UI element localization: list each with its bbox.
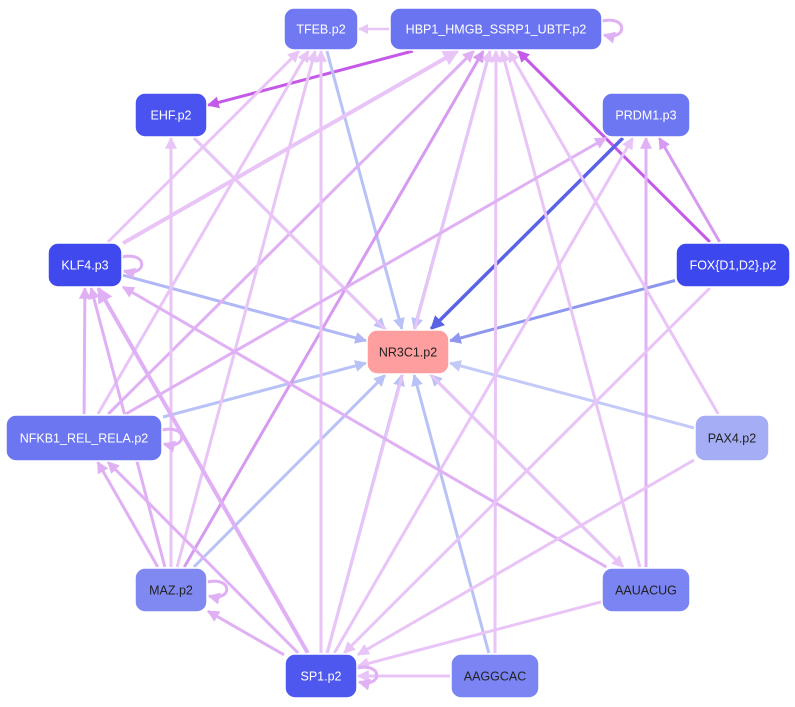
node-box-ehf: [134, 92, 208, 138]
edge-foxd-to-prdm1: [658, 136, 721, 243]
node-box-sp1: [284, 653, 358, 699]
self-loop-hbp1: [601, 18, 624, 44]
node-label-sp1: SP1.p2: [300, 669, 341, 683]
node-box-klf4: [47, 242, 123, 288]
node-label-ehf: EHF.p2: [151, 108, 192, 122]
node-box-nr3c1: [366, 329, 450, 375]
edge-nfkb1-to-nr3c1: [162, 360, 368, 419]
node-box-prdm1: [601, 92, 691, 138]
node-box-aaggcac: [450, 653, 540, 699]
edge-aaggcac-to-nr3c1: [411, 373, 491, 654]
edge-maz-to-nr3c1: [192, 373, 387, 569]
node-sp1[interactable]: SP1.p2: [284, 653, 358, 699]
self-loop-klf4: [121, 254, 144, 280]
edge-klf4-to-nr3c1: [122, 273, 368, 344]
node-label-pax4: PAX4.p2: [708, 431, 756, 445]
edge-pax4-to-sp1: [356, 458, 695, 656]
edge-sp1-to-klf4: [96, 286, 310, 654]
node-foxd[interactable]: FOX{D1,D2}.p2: [675, 242, 791, 288]
node-prdm1[interactable]: PRDM1.p3: [601, 92, 691, 138]
node-label-tfeb: TFEB.p2: [296, 22, 345, 36]
edge-sp1-to-prdm1: [333, 136, 634, 654]
node-label-prdm1: PRDM1.p3: [615, 108, 676, 122]
node-box-tfeb: [283, 7, 359, 51]
self-loop-nfkb1: [161, 427, 184, 453]
edge-aauacug-to-sp1: [356, 600, 602, 670]
edge-aaggcac-to-hbp1: [489, 49, 502, 654]
edge-foxd-to-sp1: [343, 286, 711, 655]
node-box-hbp1: [389, 7, 603, 51]
node-label-maz: MAZ.p2: [149, 583, 193, 597]
node-box-pax4: [694, 414, 770, 462]
node-label-aaggcac: AAGGCAC: [464, 669, 527, 683]
node-box-nfkb1: [5, 414, 163, 462]
edge-sp1-to-nfkb1: [106, 460, 300, 655]
node-label-aauacug: AAUACUG: [615, 583, 677, 597]
node-label-nr3c1: NR3C1.p2: [379, 345, 437, 359]
edge-foxd-to-nr3c1: [448, 279, 676, 344]
node-maz[interactable]: MAZ.p2: [134, 567, 208, 613]
node-klf4[interactable]: KLF4.p3: [47, 242, 123, 288]
edge-maz-to-tfeb: [175, 49, 319, 568]
node-pax4[interactable]: PAX4.p2: [694, 414, 770, 462]
edge-sp1-to-maz: [206, 609, 285, 657]
edge-prdm1-to-nr3c1: [429, 136, 625, 331]
node-tfeb[interactable]: TFEB.p2: [283, 7, 359, 51]
node-nfkb1[interactable]: NFKB1_REL_RELA.p2: [5, 414, 163, 462]
edge-maz-to-hbp1: [183, 49, 485, 568]
edge-aauacug-to-klf4: [121, 285, 608, 569]
edge-nfkb1-to-klf4: [78, 286, 91, 415]
edge-maz-to-nfkb1: [96, 460, 160, 568]
node-hbp1[interactable]: HBP1_HMGB_SSRP1_UBTF.p2: [389, 7, 603, 51]
node-aauacug[interactable]: AAUACUG: [601, 567, 691, 613]
self-loop-maz: [206, 579, 229, 605]
edges-layer: [78, 24, 721, 682]
node-label-klf4: KLF4.p3: [61, 258, 108, 272]
edge-hbp1-to-ehf: [206, 49, 414, 109]
node-box-maz: [134, 567, 208, 613]
edge-nfkb1-to-prdm1: [125, 136, 608, 416]
node-box-foxd: [675, 242, 791, 288]
node-aaggcac[interactable]: AAGGCAC: [450, 653, 540, 699]
node-ehf[interactable]: EHF.p2: [134, 92, 208, 138]
self-loops-layer: [121, 18, 624, 691]
edge-aauacug-to-hbp1: [498, 49, 642, 568]
self-loop-sp1: [356, 665, 379, 691]
edge-pax4-to-nr3c1: [448, 360, 695, 430]
edge-pax4-to-hbp1: [507, 49, 720, 415]
edge-tfeb-to-nr3c1: [325, 50, 405, 331]
node-box-aauacug: [601, 567, 691, 613]
node-label-hbp1: HBP1_HMGB_SSRP1_UBTF.p2: [406, 22, 587, 36]
edge-nfkb1-to-tfeb: [96, 49, 310, 415]
node-label-foxd: FOX{D1,D2}.p2: [690, 258, 777, 272]
node-nr3c1[interactable]: NR3C1.p2: [366, 329, 450, 375]
edge-nfkb1-to-hbp1: [107, 49, 475, 416]
node-label-nfkb1: NFKB1_REL_RELA.p2: [20, 431, 149, 445]
